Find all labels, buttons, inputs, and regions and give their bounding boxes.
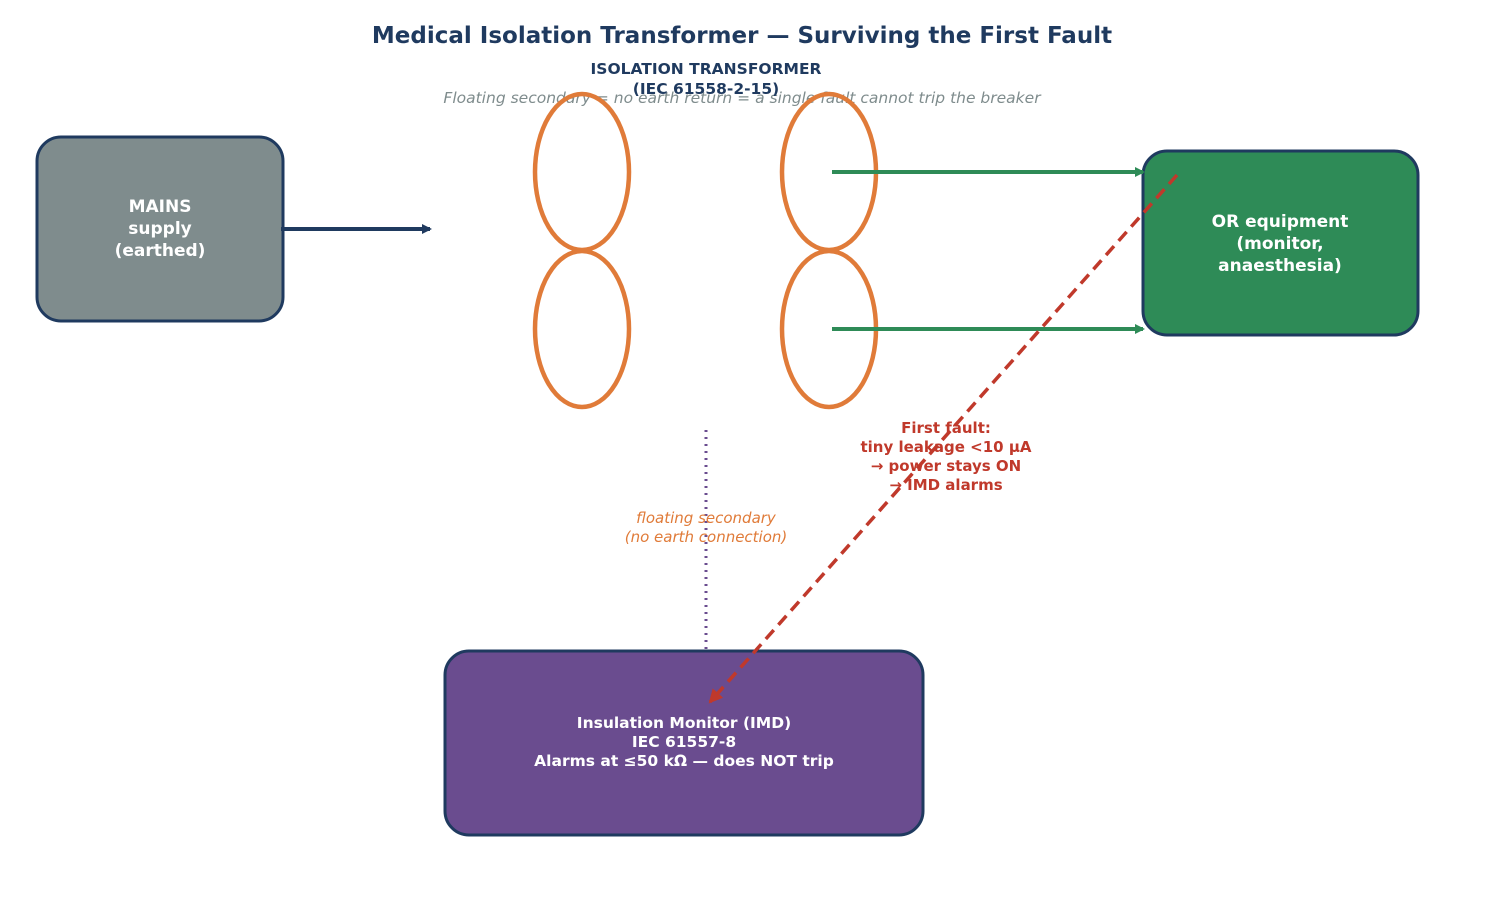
- imd-label-line1: Insulation Monitor (IMD): [577, 714, 791, 732]
- transformer-label-line2: (IEC 61558-2-15): [633, 80, 779, 98]
- diagram-subtitle: Floating secondary = no earth return = a…: [443, 89, 1042, 107]
- floating-label-line1: floating secondary: [636, 509, 777, 527]
- transformer-label-line1: ISOLATION TRANSFORMER: [591, 60, 822, 78]
- fault-label-line1: First fault:: [901, 419, 991, 437]
- floating-label-line2: (no earth connection): [625, 528, 788, 546]
- primary-coil-bottom: [532, 248, 632, 410]
- equipment-label-line2: (monitor,: [1236, 234, 1323, 254]
- first-fault-dashed-arrow: [708, 173, 1179, 704]
- imd-label-line2: IEC 61557-8: [632, 733, 736, 751]
- imd-label-line3: Alarms at ≤50 kΩ — does NOT trip: [534, 752, 834, 770]
- imd-box: [443, 649, 925, 837]
- mains-label-line2: supply: [128, 219, 191, 239]
- or-equipment-box: [1141, 149, 1420, 337]
- primary-coil-top: [532, 91, 632, 253]
- mains-label-line3: (earthed): [115, 241, 206, 261]
- fault-label-line2: tiny leakage <10 µA: [861, 438, 1032, 456]
- equipment-label-line3: anaesthesia): [1218, 256, 1342, 276]
- transformer-coils: [532, 91, 879, 410]
- equipment-label-line1: OR equipment: [1212, 212, 1349, 232]
- fault-label-line4: → IMD alarms: [889, 476, 1002, 494]
- fault-label-line3: → power stays ON: [871, 457, 1021, 475]
- diagram-title: Medical Isolation Transformer — Survivin…: [372, 23, 1112, 49]
- mains-label-line1: MAINS: [129, 197, 192, 217]
